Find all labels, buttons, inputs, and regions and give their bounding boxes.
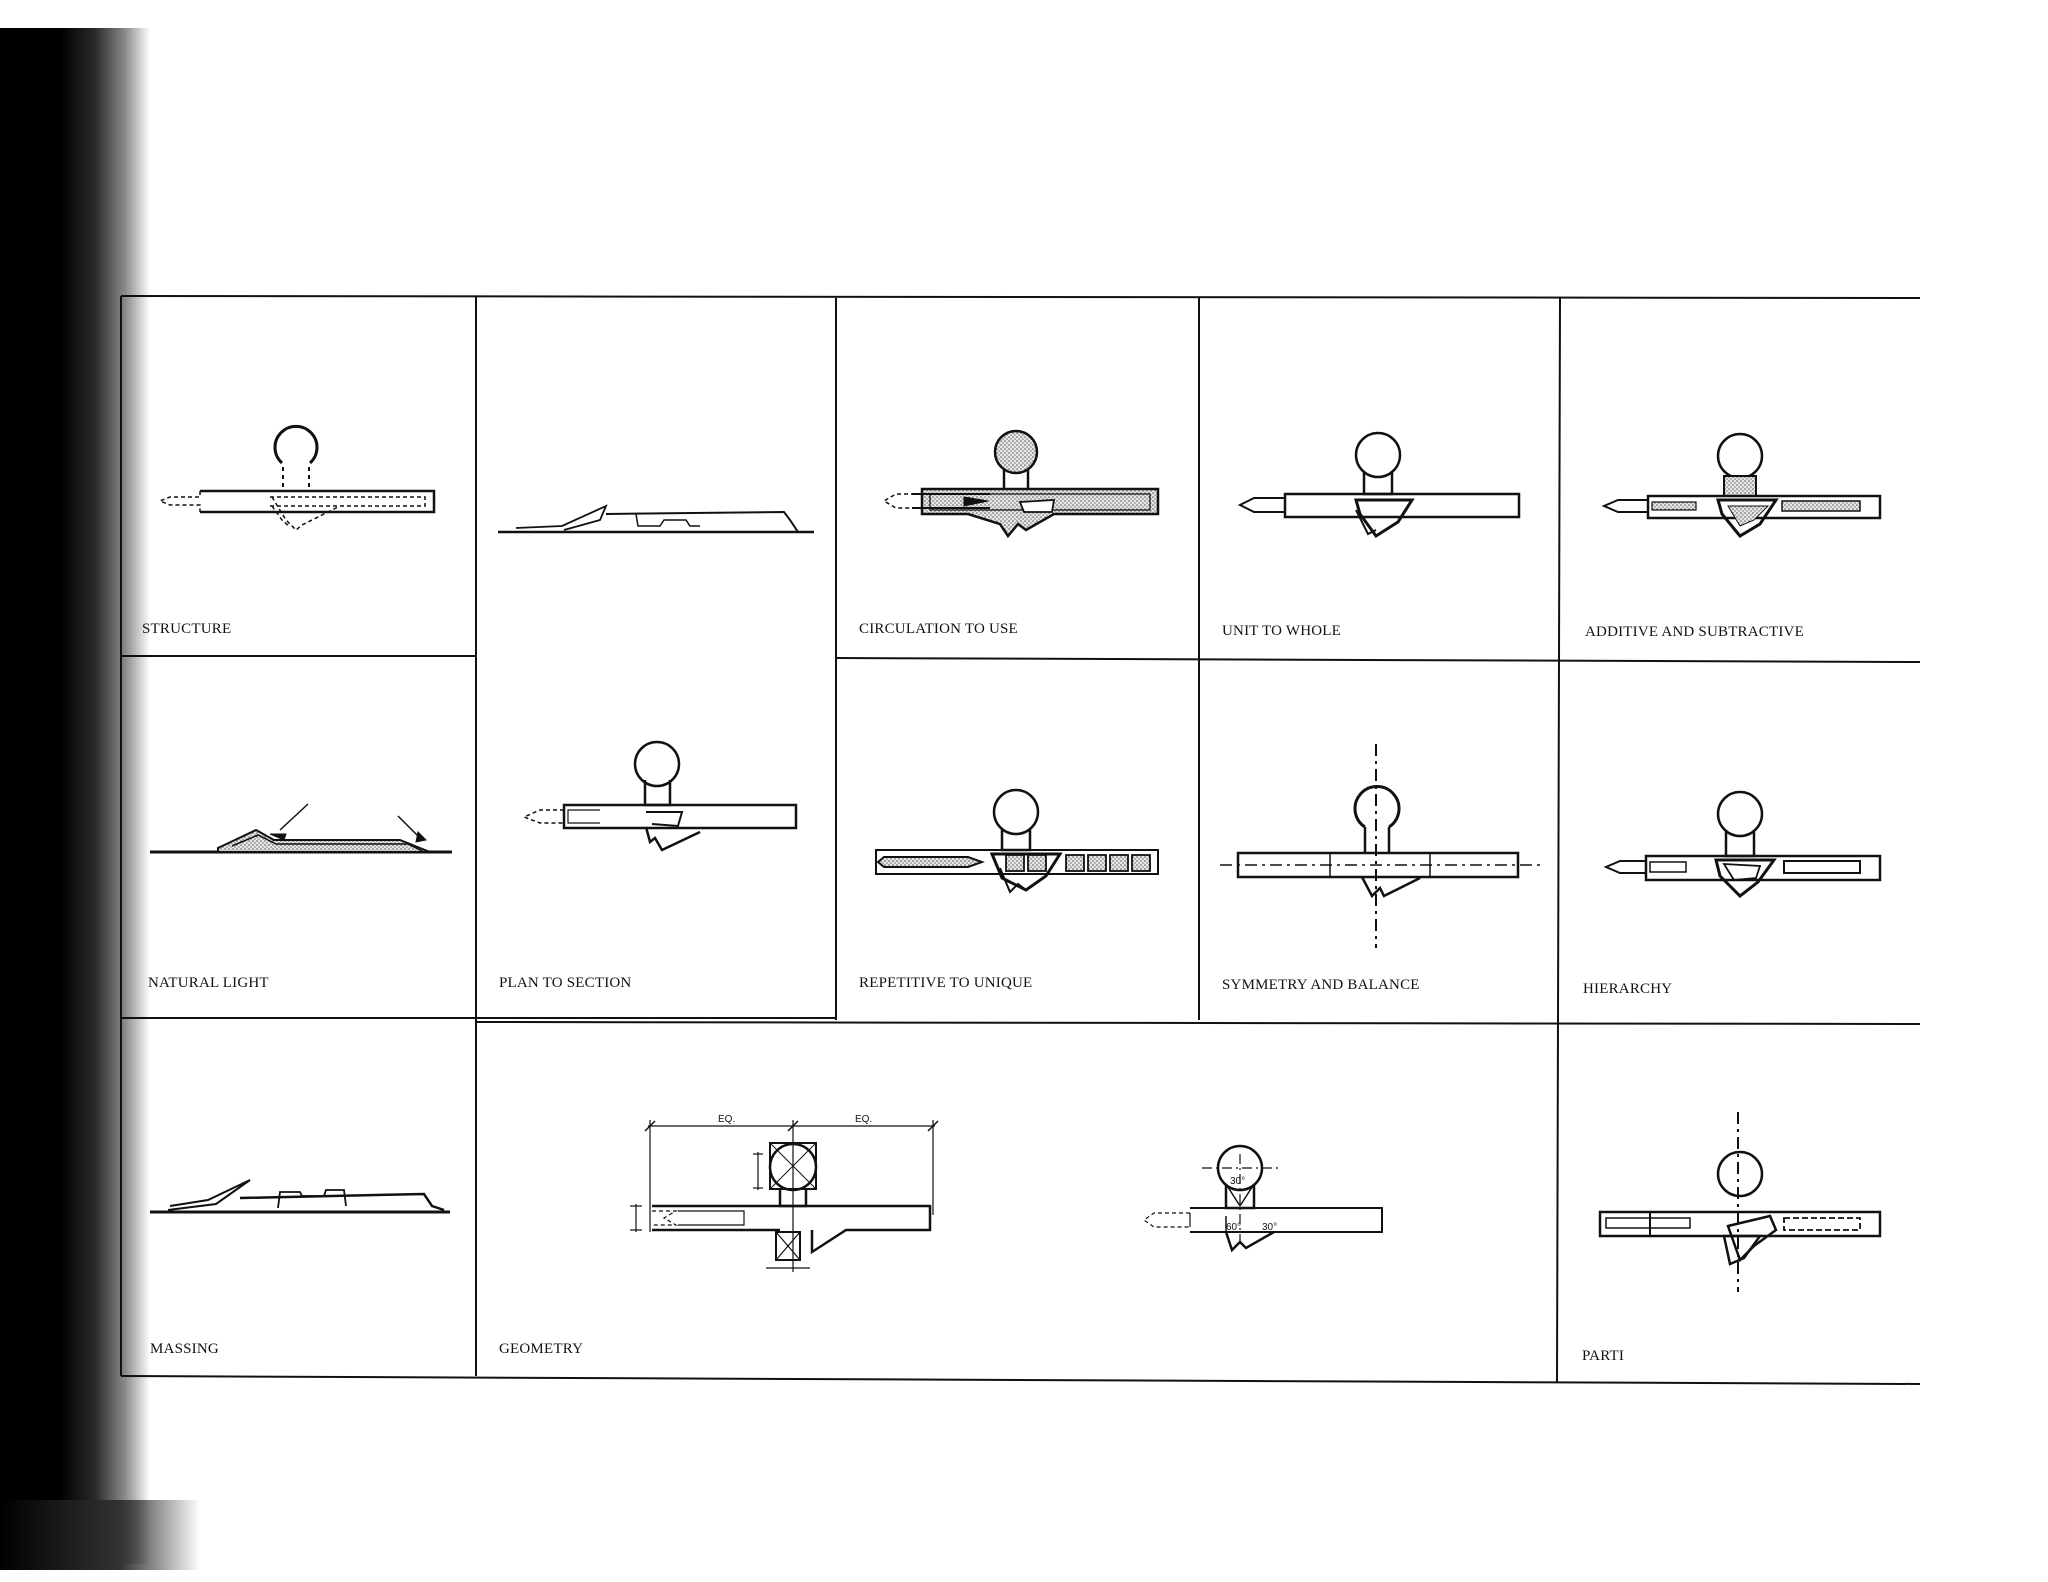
diagram-symmetry-and-balance (1220, 744, 1540, 948)
label-unit-to-whole: UNIT TO WHOLE (1222, 623, 1341, 639)
annotation-eq-left: EQ. (718, 1114, 735, 1125)
diagram-unit-to-whole (1237, 431, 1521, 539)
label-natural-light: NATURAL LIGHT (148, 975, 269, 991)
label-structure: STRUCTURE (142, 621, 231, 637)
label-hierarchy: HIERARCHY (1583, 981, 1672, 997)
diagram-hierarchy (1603, 790, 1882, 898)
diagram-plan-to-section-plan (522, 740, 798, 852)
diagram-parti (1598, 1112, 1882, 1292)
annotation-angle-30-top: 30° (1230, 1176, 1245, 1187)
label-parti: PARTI (1582, 1348, 1624, 1364)
label-geometry: GEOMETRY (499, 1341, 583, 1357)
scan-shadow-edge (0, 28, 150, 1564)
label-massing: MASSING (150, 1341, 219, 1357)
diagram-massing (150, 1179, 450, 1214)
label-circulation-to-use: CIRCULATION TO USE (859, 621, 1018, 637)
label-symmetry-and-balance: SYMMETRY AND BALANCE (1222, 977, 1420, 993)
diagram-plan-to-section-section (498, 504, 814, 534)
annotation-angle-30-bottom: 30° (1262, 1222, 1277, 1233)
diagram-circulation-to-use (882, 429, 1160, 539)
scan-shadow-corner (0, 1500, 200, 1570)
diagram-geometry-angles (1142, 1144, 1383, 1253)
label-repetitive-to-unique: REPETITIVE TO UNIQUE (859, 975, 1032, 991)
diagram-natural-light (150, 803, 452, 854)
diagram-repetitive-to-unique (875, 788, 1159, 894)
grid-lines (120, 295, 1921, 1385)
label-additive-and-subtractive: ADDITIVE AND SUBTRACTIVE (1585, 624, 1804, 640)
diagram-structure (157, 424, 436, 532)
annotation-eq-right: EQ. (855, 1114, 872, 1125)
diagram-additive-and-subtractive (1601, 432, 1882, 538)
diagram-geometry-proportions (630, 1120, 939, 1272)
annotation-angle-60: 60° (1226, 1222, 1241, 1233)
label-plan-to-section: PLAN TO SECTION (499, 975, 631, 991)
